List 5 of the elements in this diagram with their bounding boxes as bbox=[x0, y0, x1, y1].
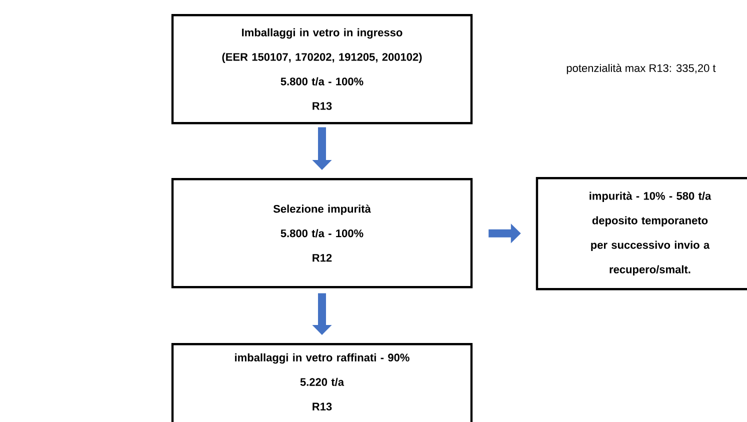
process-box: Imballaggi in vetro in ingresso (EER 150107, 170202, 191205, 200102) 5.800 t/a - 100% R13 bbox=[171, 14, 473, 124]
note-text: potenzialità max R13: 335,20 t bbox=[566, 64, 716, 74]
process-box: impurità - 10% - 580 t/a deposito temporaneto per successivo invio a recupero/smalt. bbox=[536, 177, 747, 290]
process-box: Selezione impurità 5.800 t/a - 100% R12 bbox=[171, 178, 473, 288]
process-box: imballaggi in vetro raffinati - 90% 5.220 t/a R13 bbox=[171, 342, 473, 422]
